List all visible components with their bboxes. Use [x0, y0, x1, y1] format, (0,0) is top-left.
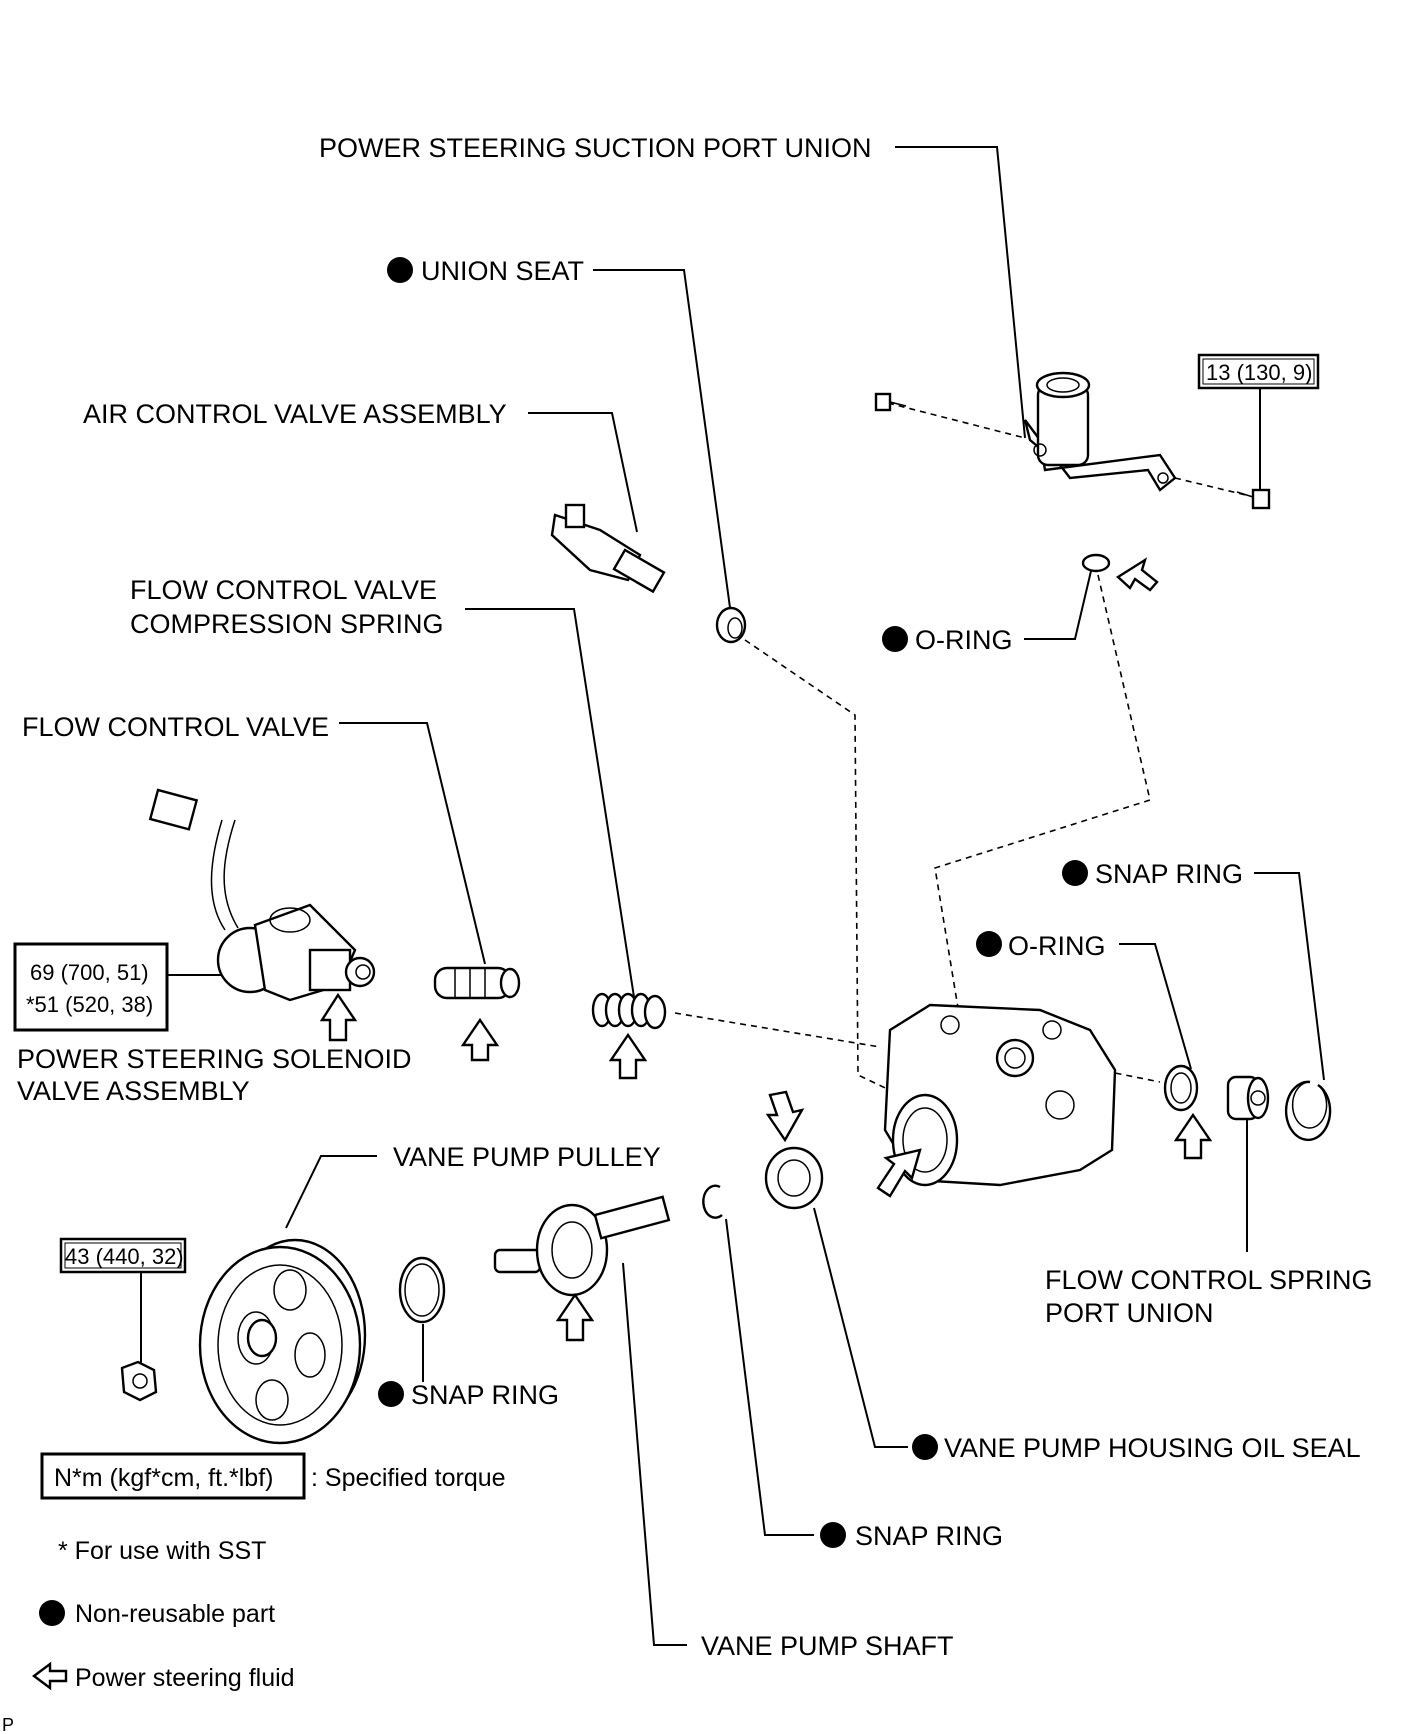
leader-air-control-valve	[528, 412, 638, 533]
assembly-lines	[674, 402, 1251, 1096]
label-o-ring-upper: O-RING	[915, 625, 1013, 655]
torque-box-solenoid: 69 (700, 51) *51 (520, 38)	[13, 942, 169, 1032]
fluid-arrow-icon	[555, 1292, 595, 1342]
fluid-arrow-icon	[1116, 557, 1159, 592]
non-reusable-icon	[820, 1522, 846, 1548]
fluid-arrow-icon	[765, 1090, 805, 1143]
non-reusable-icon	[387, 257, 413, 283]
pulley-nut-part	[120, 1360, 158, 1402]
label-solenoid-1: POWER STEERING SOLENOID	[17, 1044, 412, 1074]
legend-non-reusable: Non-reusable part	[75, 1600, 275, 1628]
non-reusable-icon	[912, 1434, 938, 1460]
snap-ring-pulley-part	[398, 1256, 446, 1324]
suction-port-union-part	[1023, 371, 1177, 492]
torque-pulley-nut: 43 (440, 32)	[65, 1244, 184, 1269]
fluid-arrow-icon	[876, 1148, 922, 1198]
union-bolt-left	[874, 392, 907, 412]
non-reusable-icon	[1062, 860, 1088, 886]
non-reusable-icon	[882, 626, 908, 652]
snap-ring-right-part	[1284, 1080, 1332, 1142]
non-reusable-icon	[976, 931, 1002, 957]
label-snap-ring-lower: SNAP RING	[855, 1521, 1003, 1551]
union-bolt-right	[1236, 488, 1271, 510]
label-fcv-spring-1: FLOW CONTROL VALVE	[130, 575, 437, 605]
legend-fluid: Power steering fluid	[75, 1664, 295, 1692]
fluid-arrow-icon	[1173, 1112, 1213, 1160]
leader-snap-ring-right	[1254, 872, 1325, 1081]
leader-lines	[140, 146, 1325, 1646]
label-air-control-valve: AIR CONTROL VALVE ASSEMBLY	[83, 399, 507, 429]
vane-pump-housing-part	[883, 1003, 1117, 1187]
non-reusable-icon	[39, 1600, 65, 1626]
torque-box-pulley-nut: 43 (440, 32)	[59, 1237, 187, 1274]
label-fc-spring-port-union-1: FLOW CONTROL SPRING	[1045, 1265, 1373, 1295]
leader-vane-pump-shaft	[622, 1262, 687, 1646]
legend-sst-note: * For use with SST	[58, 1537, 266, 1565]
label-vane-pump-shaft: VANE PUMP SHAFT	[701, 1631, 954, 1661]
leader-union-seat	[593, 269, 732, 616]
label-fcv-spring-2: COMPRESSION SPRING	[130, 609, 444, 639]
label-flow-control-valve: FLOW CONTROL VALVE	[22, 712, 329, 742]
leader-suction-port-union	[895, 146, 1026, 439]
label-vane-pump-pulley: VANE PUMP PULLEY	[393, 1142, 661, 1172]
leader-o-ring-upper	[1024, 570, 1092, 640]
label-fc-spring-port-union-2: PORT UNION	[1045, 1298, 1214, 1328]
leader-housing-oil-seal	[813, 1207, 908, 1448]
torque-solenoid-2: *51 (520, 38)	[26, 992, 153, 1017]
label-o-ring-mid: O-RING	[1008, 931, 1106, 961]
snap-ring-lower-part	[702, 1184, 723, 1219]
label-snap-ring-pulley: SNAP RING	[411, 1380, 559, 1410]
label-suction-port-union: POWER STEERING SUCTION PORT UNION	[319, 133, 872, 163]
corner-mark: P	[2, 1715, 14, 1734]
legend-torque-unit: N*m (kgf*cm, ft.*lbf)	[54, 1464, 273, 1492]
leader-snap-ring-lower	[725, 1218, 814, 1536]
torque-suction-bolt: 13 (130, 9)	[1206, 360, 1312, 385]
fluid-arrow-icon	[460, 1017, 500, 1062]
leader-o-ring-mid	[1119, 943, 1192, 1070]
label-solenoid-2: VALVE ASSEMBLY	[17, 1076, 250, 1106]
label-housing-oil-seal: VANE PUMP HOUSING OIL SEAL	[944, 1433, 1361, 1463]
vane-pump-pulley-part	[198, 1238, 367, 1445]
fluid-arrow-legend-icon	[32, 1661, 68, 1691]
fcv-compression-spring-part	[591, 992, 667, 1030]
torque-box-suction-bolt: 13 (130, 9)	[1197, 353, 1320, 390]
fluid-arrow-icon	[608, 1032, 648, 1080]
leader-flow-control-valve	[339, 722, 486, 965]
fc-spring-port-union-part	[1226, 1075, 1270, 1121]
flow-control-valve-part	[433, 966, 521, 1000]
label-union-seat: UNION SEAT	[421, 256, 584, 286]
union-seat-part	[715, 606, 747, 644]
solenoid-valve-part	[148, 788, 376, 1002]
vane-pump-shaft-part	[493, 1195, 671, 1297]
torque-solenoid-1: 69 (700, 51)	[30, 960, 149, 985]
label-snap-ring-right: SNAP RING	[1095, 859, 1243, 889]
o-ring-mid-part	[1163, 1064, 1199, 1112]
legend: N*m (kgf*cm, ft.*lbf) : Specified torque…	[32, 1452, 506, 1692]
fluid-arrows	[319, 557, 1213, 1342]
housing-oil-seal-part	[764, 1146, 824, 1210]
leader-pulley	[285, 1155, 377, 1229]
non-reusable-icon	[378, 1381, 404, 1407]
o-ring-upper-part	[1081, 553, 1111, 573]
air-control-valve-part	[550, 503, 666, 594]
leader-fcv-spring	[465, 608, 635, 998]
legend-torque-desc: : Specified torque	[311, 1464, 506, 1492]
fluid-arrow-icon	[319, 992, 358, 1042]
